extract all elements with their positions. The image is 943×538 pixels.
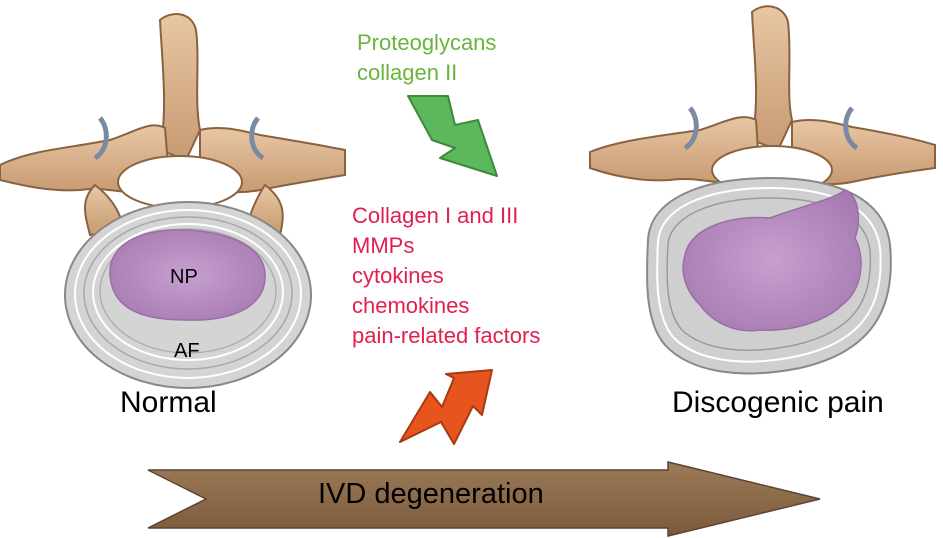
nucleus-pulposus-label: NP	[170, 266, 198, 288]
up-factor-item: Proteoglycans	[357, 30, 497, 55]
up-factor-item: collagen II	[357, 60, 458, 85]
zigzag-down-arrow-icon	[407, 95, 498, 177]
down-factor-item: Collagen I and III	[352, 203, 519, 228]
normal-vertebral-arch	[0, 13, 346, 237]
discogenic-pain-caption: Discogenic pain	[672, 386, 884, 419]
down-factor-item: MMPs	[352, 233, 415, 258]
degenerated-disc	[645, 176, 892, 375]
process-arrow-label: IVD degeneration	[318, 478, 544, 510]
zigzag-up-arrow-icon	[399, 369, 493, 445]
up-factor-list: Proteoglycans collagen II	[357, 28, 496, 88]
process-arrow	[147, 461, 821, 537]
normal-vertebra	[0, 13, 346, 389]
down-factor-item: cytokines	[352, 263, 444, 288]
degenerated-nucleus-pulposus	[682, 189, 862, 332]
degenerated-vertebra	[589, 5, 936, 375]
normal-caption: Normal	[120, 386, 217, 419]
normal-disc	[64, 201, 312, 389]
normal-nucleus-pulposus	[109, 229, 266, 321]
annulus-fibrosus-label: AF	[174, 340, 200, 362]
down-factor-item: pain-related factors	[352, 323, 541, 348]
degenerated-vertebral-arch	[589, 5, 936, 195]
down-factor-item: chemokines	[352, 293, 470, 318]
down-factor-list: Collagen I and III MMPs cytokines chemok…	[352, 201, 540, 351]
